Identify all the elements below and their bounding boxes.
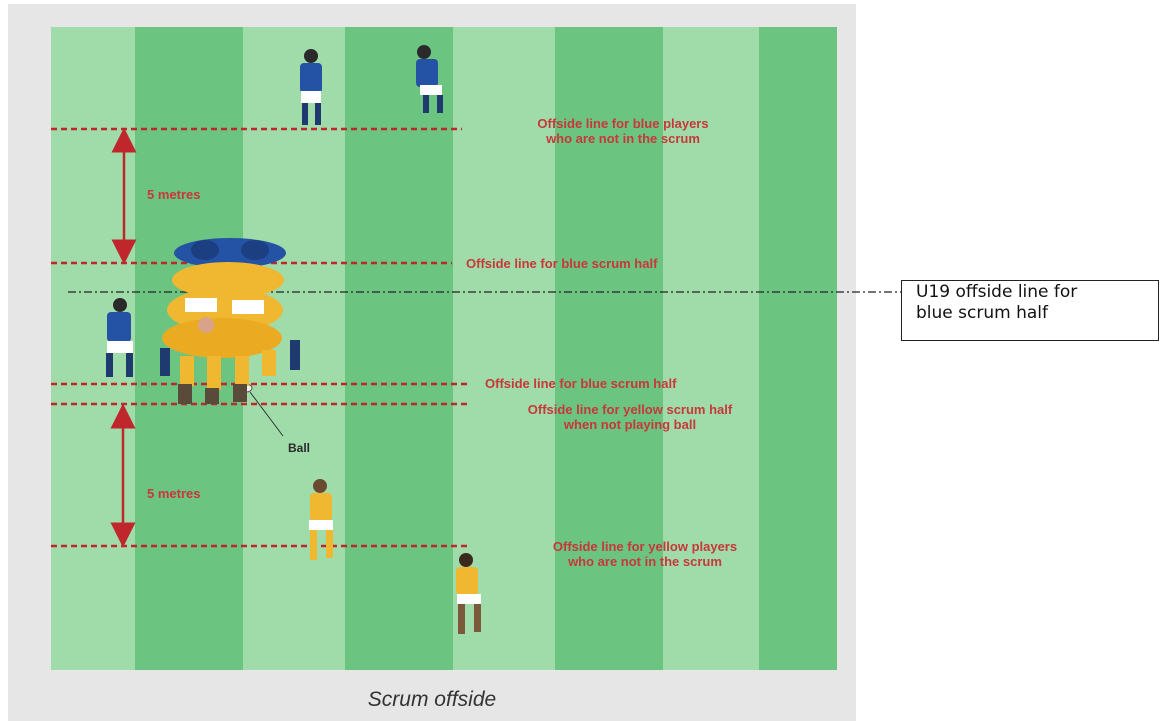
annotation-line: U19 offside line for xyxy=(916,282,1078,302)
label-line: when not playing ball xyxy=(563,417,697,432)
offside-label-yellow-players: Offside line for yellow players who are … xyxy=(484,539,806,569)
distance-label-bottom: 5 metres xyxy=(147,486,201,501)
offside-label-yellow-scrum-half: Offside line for yellow scrum half when … xyxy=(470,402,790,432)
field-stripe xyxy=(345,27,453,670)
field-stripe xyxy=(663,27,759,670)
blue-player xyxy=(300,49,322,125)
label-line: who are not in the scrum xyxy=(568,554,722,569)
blue-player xyxy=(416,45,443,113)
offside-label-blue-scrum-half: Offside line for blue scrum half xyxy=(485,376,785,391)
ball-label: Ball xyxy=(288,441,311,455)
label-line: Offside line for blue scrum half xyxy=(485,376,677,391)
field-stripe xyxy=(555,27,663,670)
scrum xyxy=(160,238,300,404)
yellow-scrum-half xyxy=(309,479,333,560)
offside-label-blue-players: Offside line for blue players who are no… xyxy=(462,116,784,146)
label-line: who are not in the scrum xyxy=(546,131,700,146)
u19-annotation-box: U19 offside line for blue scrum half xyxy=(901,280,1159,341)
label-line: Offside line for blue scrum half xyxy=(466,256,658,271)
annotation-line: blue scrum half xyxy=(916,303,1048,323)
field-stripe xyxy=(759,27,837,670)
label-line: Offside line for yellow players xyxy=(552,539,738,554)
distance-label-top: 5 metres xyxy=(147,187,201,202)
ball-pointer xyxy=(249,391,284,437)
label-line: Offside line for yellow scrum half xyxy=(527,402,733,417)
offside-label-blue-scrum-half-top: Offside line for blue scrum half xyxy=(466,256,788,271)
diagram-caption: Scrum offside xyxy=(367,688,497,711)
blue-scrum-half xyxy=(106,298,133,377)
yellow-player xyxy=(456,553,481,634)
label-line: Offside line for blue players xyxy=(537,116,709,131)
